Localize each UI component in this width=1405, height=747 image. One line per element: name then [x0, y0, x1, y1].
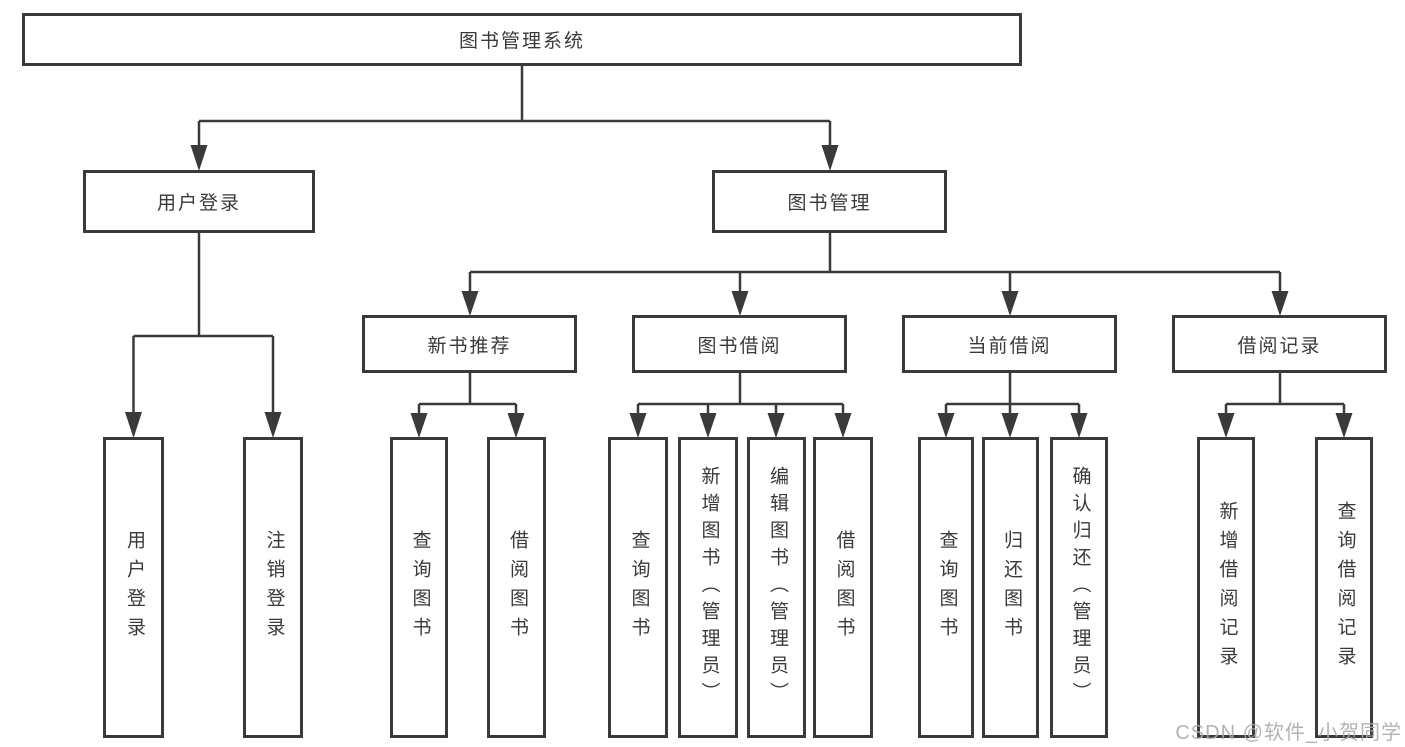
- leaf-logout-label: 注销登录: [263, 529, 285, 646]
- csdn-watermark: CSDN @软件_小贺同学: [1175, 722, 1402, 744]
- connector-bookmgmt-to-level3: [468, 233, 1282, 292]
- leaf-query-books-current: 查询图书: [918, 437, 974, 738]
- leaf-query-books-borrow: 查询图书: [608, 437, 668, 738]
- node-new-book-recommend: 新书推荐: [362, 315, 577, 373]
- leaf-edit-books-admin-label: 编辑图书（管理员）: [766, 466, 788, 709]
- leaf-confirm-return-admin-label: 确认归还（管理员）: [1069, 466, 1091, 709]
- node-book-management: 图书管理: [712, 170, 947, 233]
- leaf-return-books-label: 归还图书: [1000, 529, 1022, 646]
- leaf-add-borrow-record-label: 新增借阅记录: [1216, 500, 1238, 675]
- node-borrow-records-label: 借阅记录: [1237, 335, 1322, 357]
- node-book-borrow-label: 图书借阅: [697, 335, 782, 357]
- leaf-borrow-books-recommend: 借阅图书: [487, 437, 546, 738]
- node-new-book-recommend-label: 新书推荐: [427, 335, 512, 357]
- connector-newrec-to-leaves: [417, 373, 518, 415]
- leaf-user-login: 用户登录: [103, 437, 164, 738]
- leaf-query-books-current-label: 查询图书: [936, 529, 958, 646]
- leaf-query-books-recommend-label: 查询图书: [409, 529, 431, 646]
- node-user-login: 用户登录: [83, 170, 315, 233]
- leaf-add-books-admin: 新增图书（管理员）: [678, 437, 738, 738]
- leaf-borrow-books-recommend-label: 借阅图书: [506, 529, 528, 646]
- node-root-system: 图书管理系统: [22, 13, 1022, 66]
- leaf-user-login-label: 用户登录: [123, 529, 145, 646]
- leaf-edit-books-admin: 编辑图书（管理员）: [747, 437, 806, 738]
- leaf-logout: 注销登录: [243, 437, 303, 738]
- leaf-return-books: 归还图书: [982, 437, 1039, 738]
- leaf-confirm-return-admin: 确认归还（管理员）: [1050, 437, 1108, 738]
- node-book-management-label: 图书管理: [787, 193, 872, 214]
- connector-root-to-level2: [197, 66, 832, 146]
- node-current-borrow: 当前借阅: [902, 315, 1117, 373]
- connector-userlogin-to-leaves: [132, 233, 275, 413]
- leaf-query-borrow-record-label: 查询借阅记录: [1334, 500, 1356, 675]
- node-borrow-records: 借阅记录: [1172, 315, 1387, 373]
- node-user-login-label: 用户登录: [156, 193, 241, 214]
- connector-borrow-to-leaves: [636, 373, 845, 415]
- connector-current-to-leaves: [944, 373, 1081, 415]
- leaf-query-borrow-record: 查询借阅记录: [1315, 437, 1373, 738]
- leaf-query-books-borrow-label: 查询图书: [628, 529, 650, 646]
- arrowheads: [125, 145, 1353, 438]
- leaf-borrow-books-label: 借阅图书: [833, 529, 855, 646]
- leaf-borrow-books: 借阅图书: [813, 437, 873, 738]
- node-current-borrow-label: 当前借阅: [967, 335, 1052, 357]
- leaf-add-borrow-record: 新增借阅记录: [1197, 437, 1255, 738]
- leaf-add-books-admin-label: 新增图书（管理员）: [698, 466, 720, 709]
- leaf-query-books-recommend: 查询图书: [390, 437, 448, 738]
- node-book-borrow: 图书借阅: [632, 315, 847, 373]
- connector-record-to-leaves: [1224, 373, 1346, 415]
- node-root-label: 图书管理系统: [458, 31, 585, 52]
